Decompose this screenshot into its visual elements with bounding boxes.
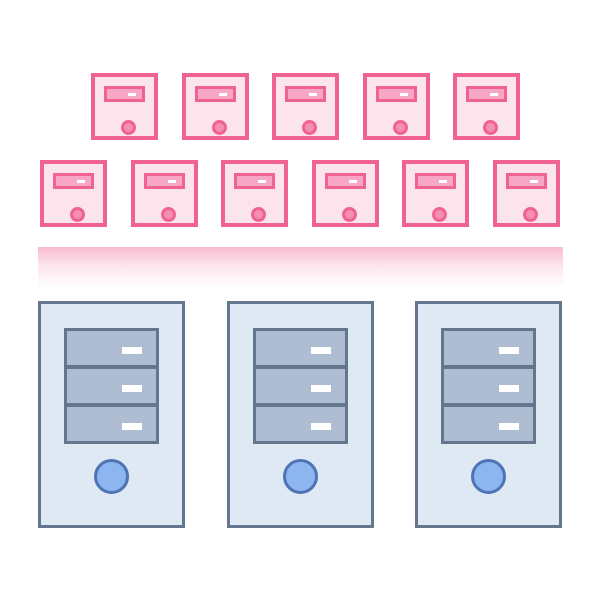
drive-slot: [144, 173, 185, 189]
power-dot-icon: [251, 207, 266, 222]
drive-indicator: [122, 385, 142, 392]
drive-slot: [104, 86, 145, 102]
power-dot-icon: [523, 207, 538, 222]
drive-indicator: [490, 93, 498, 96]
drive-indicator: [258, 180, 266, 183]
power-dot-icon: [302, 120, 317, 135]
power-dot-icon: [342, 207, 357, 222]
client-computer-icon: [363, 73, 430, 140]
drive-indicator: [499, 347, 519, 354]
drive-indicator: [122, 347, 142, 354]
drive-indicator: [499, 423, 519, 430]
drive-bay: [253, 366, 348, 406]
power-dot-icon: [121, 120, 136, 135]
drive-indicator: [122, 423, 142, 430]
server-tower-icon: [38, 301, 185, 528]
drive-slot: [53, 173, 94, 189]
power-dot-icon: [161, 207, 176, 222]
client-computer-icon: [221, 160, 288, 227]
client-computer-icon: [402, 160, 469, 227]
client-computer-icon: [91, 73, 158, 140]
power-button-icon: [94, 459, 129, 494]
drive-indicator: [77, 180, 85, 183]
drive-indicator: [530, 180, 538, 183]
drive-bay: [441, 366, 536, 406]
drive-indicator: [128, 93, 136, 96]
drive-slot: [415, 173, 456, 189]
client-computer-icon: [453, 73, 520, 140]
server-tower-icon: [415, 301, 562, 528]
drive-bay: [253, 404, 348, 444]
power-button-icon: [471, 459, 506, 494]
drive-slot: [506, 173, 547, 189]
client-computer-icon: [182, 73, 249, 140]
power-dot-icon: [212, 120, 227, 135]
drive-bay: [253, 328, 348, 368]
drive-slot: [195, 86, 236, 102]
server-tower-icon: [227, 301, 374, 528]
drive-bay: [441, 328, 536, 368]
network-connection-band: [38, 247, 563, 287]
drive-indicator: [439, 180, 447, 183]
power-button-icon: [283, 459, 318, 494]
drive-slot: [325, 173, 366, 189]
drive-bay: [64, 366, 159, 406]
client-computer-icon: [131, 160, 198, 227]
drive-indicator: [311, 423, 331, 430]
drive-indicator: [311, 385, 331, 392]
drive-indicator: [309, 93, 317, 96]
drive-indicator: [168, 180, 176, 183]
drive-slot: [376, 86, 417, 102]
power-dot-icon: [393, 120, 408, 135]
client-computer-icon: [493, 160, 560, 227]
drive-slot: [234, 173, 275, 189]
client-computer-icon: [312, 160, 379, 227]
drive-slot: [285, 86, 326, 102]
power-dot-icon: [70, 207, 85, 222]
drive-bay: [64, 328, 159, 368]
drive-indicator: [400, 93, 408, 96]
power-dot-icon: [432, 207, 447, 222]
drive-slot: [466, 86, 507, 102]
drive-bay: [64, 404, 159, 444]
drive-indicator: [311, 347, 331, 354]
client-computer-icon: [40, 160, 107, 227]
client-computer-icon: [272, 73, 339, 140]
power-dot-icon: [483, 120, 498, 135]
drive-indicator: [499, 385, 519, 392]
drive-indicator: [349, 180, 357, 183]
drive-indicator: [219, 93, 227, 96]
drive-bay: [441, 404, 536, 444]
